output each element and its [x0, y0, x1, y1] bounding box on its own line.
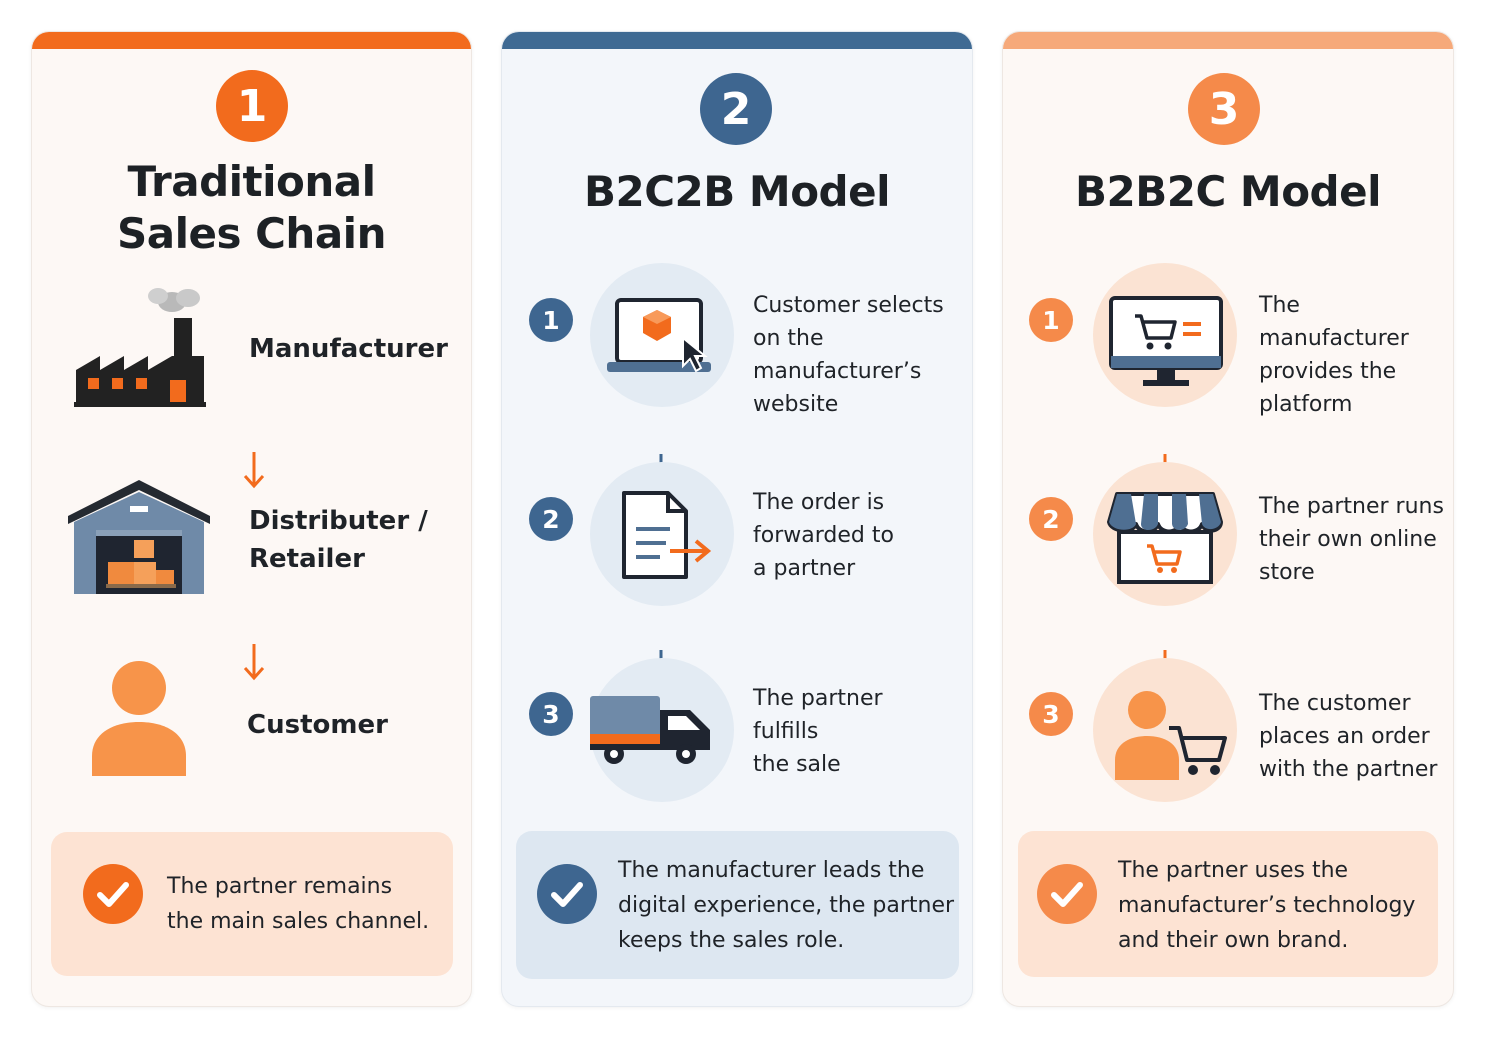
- step-line: platform: [1259, 392, 1353, 417]
- column-title: B2C2B Model: [583, 167, 891, 216]
- warehouse-icon: [68, 480, 210, 594]
- step-line: forwarded to: [753, 523, 894, 548]
- traditional-sales-chain-card: 1 Traditional Sales Chain Manufacturer: [31, 31, 472, 1007]
- column-title-line: Sales Chain: [117, 209, 386, 258]
- step-description: Customer selects on the manufacturer’s w…: [753, 289, 972, 421]
- summary-line: The partner remains: [167, 874, 393, 899]
- summary-note: The manufacturer leads the digital exper…: [516, 831, 959, 979]
- monitor-cart-icon: [1109, 296, 1223, 386]
- step-description: The partner runs their own online store: [1259, 490, 1444, 589]
- step-line: The partner: [753, 686, 883, 711]
- summary-line: digital experience, the partner: [618, 893, 955, 918]
- step-line: The partner runs: [1259, 494, 1444, 519]
- b2b2c-model-card: 3 B2B2C Model 1 The manufacturer provide…: [1002, 31, 1454, 1007]
- step-line: Customer selects: [753, 293, 944, 318]
- summary-note: The partner uses the manufacturer’s tech…: [1018, 831, 1438, 977]
- column-number-badge: 3: [1188, 73, 1260, 145]
- summary-text: The manufacturer leads the digital exper…: [618, 853, 954, 958]
- step-label-line: Retailer: [249, 544, 365, 574]
- summary-line: The manufacturer leads the: [618, 858, 925, 883]
- column-number-badge: 1: [216, 70, 288, 142]
- card-accent-bar: [1003, 32, 1453, 49]
- step-line: The manufacturer: [1259, 293, 1409, 351]
- step-number-badge: 2: [1029, 497, 1073, 541]
- summary-line: keeps the sales role.: [618, 928, 845, 953]
- document-forward-icon: [622, 491, 712, 579]
- step-number: 3: [1042, 699, 1060, 729]
- step-line: The order is: [753, 490, 885, 515]
- column-number: 1: [236, 80, 268, 132]
- step-line: the sale: [753, 752, 841, 777]
- column-title-line: Traditional: [127, 157, 376, 206]
- column-number: 2: [720, 83, 752, 135]
- truck-icon: [590, 696, 710, 764]
- step-line: with the partner: [1259, 757, 1438, 782]
- card-accent-bar: [32, 32, 471, 49]
- step-line: store: [1259, 560, 1315, 585]
- step-number: 3: [542, 699, 560, 729]
- step-number: 2: [542, 504, 560, 534]
- step-description: The order is forwarded to a partner: [753, 486, 894, 585]
- column-title: Traditional Sales Chain: [32, 156, 471, 260]
- summary-line: and their own brand.: [1118, 928, 1349, 953]
- step-description: The customer places an order with the pa…: [1259, 687, 1437, 786]
- step-line: The customer: [1259, 691, 1411, 716]
- step-number: 1: [1042, 305, 1060, 335]
- step-line: website: [753, 392, 839, 417]
- b2c2b-model-card: 2 B2C2B Model 1 Customer selects on the …: [501, 31, 973, 1007]
- step-line: their own online: [1259, 527, 1437, 552]
- step-label-line: Distributer /: [249, 506, 428, 536]
- step-label-manufacturer: Manufacturer: [249, 334, 448, 364]
- summary-text: The partner uses the manufacturer’s tech…: [1118, 853, 1415, 958]
- step-label-distributer: Distributer / Retailer: [249, 502, 428, 578]
- step-number-badge: 1: [1029, 298, 1073, 342]
- storefront-icon: [1107, 492, 1223, 584]
- step-number-badge: 2: [529, 497, 573, 541]
- step-number: 1: [542, 305, 560, 335]
- step-line: provides the: [1259, 359, 1397, 384]
- column-title: B2B2C Model: [1074, 167, 1382, 216]
- person-cart-icon: [1115, 691, 1227, 780]
- checkmark-icon: [83, 864, 143, 924]
- step-number-badge: 3: [529, 692, 573, 736]
- laptop-cursor-icon: [607, 298, 711, 373]
- step-number-badge: 1: [529, 298, 573, 342]
- summary-line: the main sales channel.: [167, 909, 430, 934]
- step-number-badge: 3: [1029, 692, 1073, 736]
- summary-line: manufacturer’s technology: [1118, 893, 1416, 918]
- checkmark-icon: [537, 864, 597, 924]
- summary-note: The partner remains the main sales chann…: [51, 832, 453, 976]
- summary-text: The partner remains the main sales chann…: [167, 869, 429, 939]
- factory-icon: [74, 288, 206, 407]
- arrow-down-icon: [243, 452, 265, 489]
- step-line: fulfills: [753, 719, 819, 744]
- step-line: places an order: [1259, 724, 1430, 749]
- step-line: on the manufacturer’s: [753, 326, 922, 384]
- step-description: The manufacturer provides the platform: [1259, 289, 1453, 421]
- column-number: 3: [1208, 83, 1240, 135]
- checkmark-icon: [1037, 864, 1097, 924]
- step-number: 2: [1042, 504, 1060, 534]
- summary-line: The partner uses the: [1118, 858, 1349, 883]
- step-label-customer: Customer: [247, 710, 388, 740]
- column-number-badge: 2: [700, 73, 772, 145]
- arrow-down-icon: [243, 644, 265, 681]
- step-line: a partner: [753, 556, 856, 581]
- step-description: The partner fulfills the sale: [753, 682, 883, 781]
- card-accent-bar: [502, 32, 972, 49]
- person-icon: [92, 661, 186, 776]
